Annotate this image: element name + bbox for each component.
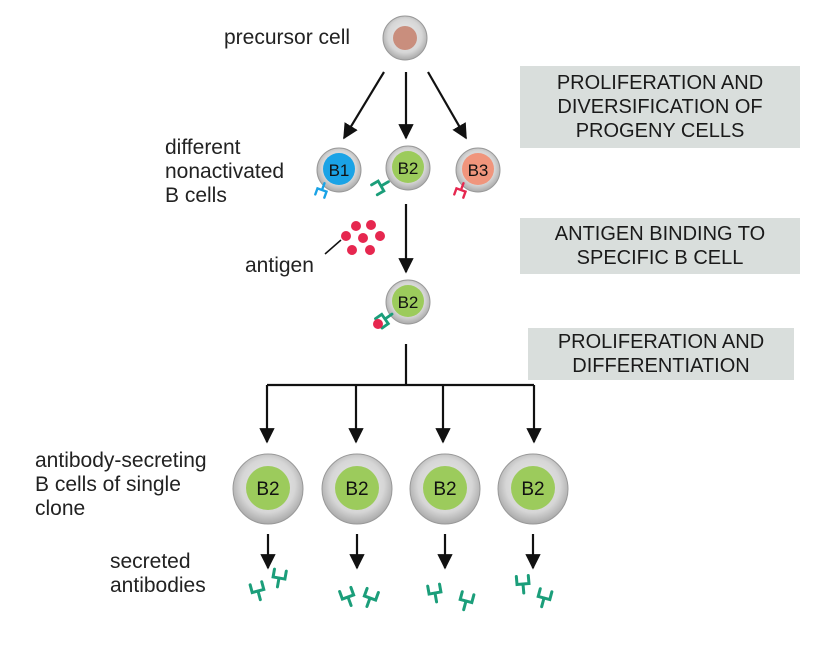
b3-label: B3 [468, 161, 489, 180]
bound-b2-label: B2 [398, 293, 419, 312]
arrow-to-b3 [427, 71, 467, 140]
clone-label-3: B2 [433, 479, 456, 500]
step-box-antigen-binding: ANTIGEN BINDING TO SPECIFIC B CELL [520, 218, 800, 274]
clone-cell-1: B2 [232, 453, 304, 525]
clone-cell-2: B2 [321, 453, 393, 525]
b2-cell: B2 [370, 145, 431, 197]
precursor-nucleus [393, 26, 417, 50]
precursor-cell [382, 15, 428, 61]
clone-label-2: B2 [345, 479, 368, 500]
b2-nucleus [392, 151, 424, 183]
b3-cell: B3 [453, 147, 501, 199]
b1-nucleus [323, 153, 355, 185]
antibody-icon [426, 582, 444, 605]
step-box-differentiation: PROLIFERATION AND DIFFERENTIATION [528, 328, 794, 380]
antigen-pointer-line [324, 239, 342, 255]
branch-lines [259, 344, 542, 444]
bound-b2-cell: B2 [373, 279, 431, 330]
precursor-cell-label: precursor cell [224, 26, 351, 49]
bound-b2-nucleus [392, 285, 424, 317]
secretion-arrows [260, 534, 541, 570]
bound-antigen [373, 319, 383, 329]
b1-cell: B1 [314, 147, 362, 199]
antibody-icon [270, 567, 288, 590]
antigen-label: antigen [245, 254, 314, 277]
antibody-icon [248, 580, 268, 603]
b2-label: B2 [398, 159, 419, 178]
antibody-icon [534, 587, 554, 610]
step-box-diversification: PROLIFERATION AND DIVERSIFICATION OF PRO… [520, 66, 800, 148]
b1-label: B1 [329, 161, 350, 180]
antibody-icon [514, 574, 532, 595]
antibody-icon [456, 590, 476, 613]
b3-nucleus [462, 153, 494, 185]
clone-label-1: B2 [256, 479, 279, 500]
secreted-antibodies-label: secreted antibodies [110, 550, 206, 597]
antibody-icon [359, 586, 380, 611]
diversification-arrows [343, 71, 467, 140]
arrow-to-b1 [343, 71, 385, 140]
clone-label-4: B2 [521, 479, 544, 500]
secreted-antibody-icons [248, 567, 554, 613]
nonactivated-b-cells-label: different nonactivated B cells [165, 136, 285, 207]
antigen-cluster [341, 220, 385, 255]
antibody-secreting-label: antibody-secreting B cells of single clo… [35, 449, 207, 520]
clone-cell-4: B2 [497, 453, 569, 525]
b2-receptor-icon [370, 175, 393, 197]
antibody-icon [338, 585, 359, 610]
clone-cell-3: B2 [409, 453, 481, 525]
